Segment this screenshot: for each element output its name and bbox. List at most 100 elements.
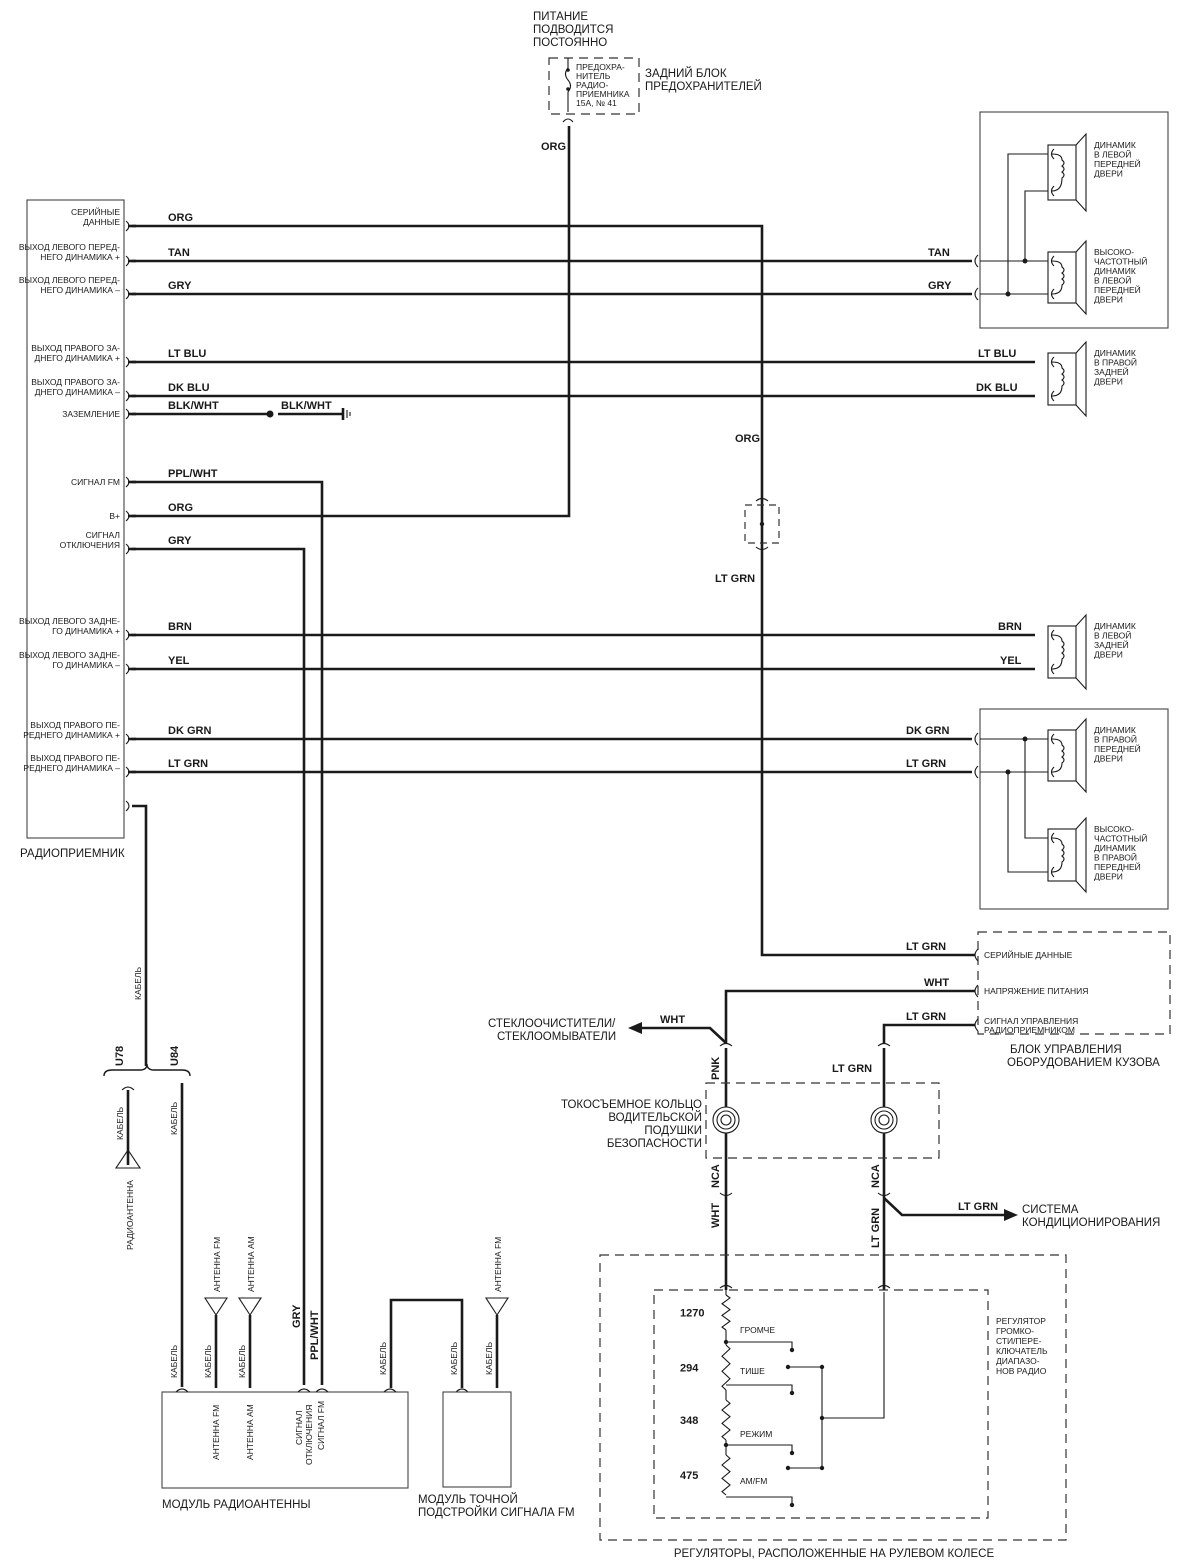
wires	[132, 126, 1035, 1385]
wire-label: WHT	[924, 977, 949, 989]
speaker-label: ДИНАМИК	[1094, 266, 1136, 276]
pin-label: ВЫХОД ПРАВОГО ЗА-	[31, 377, 120, 387]
speaker-label: ДВЕРИ	[1094, 650, 1123, 660]
wire-label: PPL/WHT	[309, 1310, 321, 1360]
speaker-label: ДВЕРИ	[1094, 754, 1123, 764]
resistor-value: 475	[680, 1470, 698, 1482]
wire-label: YEL	[1000, 655, 1022, 667]
speaker-label: ПЕРЕДНЕЙ	[1094, 861, 1141, 872]
pin-label: ВЫХОД ЛЕВОГО ПЕРЕД-	[19, 242, 120, 252]
wire-label: LT GRN	[958, 1201, 998, 1213]
pin-label: ДНЕГО ДИНАМИКА –	[35, 387, 121, 397]
wire-label: ORG	[541, 141, 566, 153]
wire-label: PNK	[710, 1057, 722, 1080]
clockspring-label: БЕЗОПАСНОСТИ	[607, 1138, 702, 1150]
speaker-label: ЧАСТОТНЫЙ	[1094, 256, 1147, 267]
pin-label: ВЫХОД ЛЕВОГО ПЕРЕД-	[19, 275, 120, 285]
radio-pin: ВЫХОД ПРАВОГО ЗА-ДНЕГО ДИНАМИКА – DK BLU	[31, 377, 210, 402]
speaker-label: ДИНАМИК	[1094, 725, 1136, 735]
wire-label: BLK/WHT	[168, 400, 219, 412]
wire-label: DK GRN	[168, 725, 211, 737]
speaker-label: ПЕРЕДНЕЙ	[1094, 284, 1141, 295]
clockspring-outline	[705, 1082, 940, 1159]
cable-label: КАБЕЛЬ	[378, 1342, 388, 1375]
wire-label: ORG	[168, 502, 193, 514]
fuse-label-line: НИТЕЛЬ	[576, 71, 611, 81]
module-pin-label: АНТЕННА AM	[245, 1404, 255, 1460]
radio-pin: ВЫХОД ПРАВОГО ПЕ-РЕДНЕГО ДИНАМИКА +DK GR…	[23, 720, 211, 745]
connector-icon	[125, 800, 130, 812]
control-label: ГРОМКО-	[996, 1326, 1034, 1336]
fuse-block-label: ПРЕДОХРАНИТЕЛЕЙ	[645, 80, 762, 93]
wire-label: LT GRN	[870, 1208, 882, 1248]
wire-label: LT BLU	[168, 348, 206, 360]
speaker-label: В ПРАВОЙ	[1094, 852, 1137, 863]
resistor-value: 1270	[680, 1308, 704, 1320]
wire-label: LT GRN	[906, 758, 946, 770]
radio-antenna-label: РАДИОАНТЕННА	[125, 1180, 135, 1250]
radio-title: РАДИОПРИЕМНИК	[20, 848, 125, 860]
wire-label: PPL/WHT	[168, 468, 218, 480]
pin-label: ГО ДИНАМИКА +	[52, 626, 120, 636]
antenna-module-outline	[161, 1391, 409, 1489]
speaker-label: ДВЕРИ	[1094, 295, 1123, 305]
clockspring: ТОКОСЪЕМНОЕ КОЛЬЦО ВОДИТЕЛЬСКОЙ ПОДУШКИ …	[561, 1042, 940, 1290]
fm-tuner-title: ПОДСТРОЙКИ СИГНАЛА FM	[418, 1506, 575, 1519]
speaker-label: ВЫСОКО-	[1094, 247, 1134, 257]
cable-label: КАБЕЛЬ	[484, 1342, 494, 1375]
wipers-branch: СТЕКЛООЧИСТИТЕЛИ/ СТЕКЛООМЫВАТЕЛИ WHT	[488, 1014, 727, 1044]
cable-label: КАБЕЛЬ	[169, 1345, 179, 1378]
antenna-icon	[114, 1149, 142, 1169]
radio-pin: ВЫХОД ПРАВОГО ПЕ-РЕДНЕГО ДИНАМИКА –LT GR…	[23, 753, 208, 778]
bcm-outline	[977, 931, 1171, 1035]
wire-label: BLK/WHT	[281, 400, 332, 412]
speaker-label: ЗАДНЕЙ	[1094, 366, 1129, 377]
wire-label: ORG	[168, 212, 193, 224]
wire-label: LT GRN	[715, 573, 755, 585]
antenna-fm-label: АНТЕННА FM	[493, 1237, 503, 1292]
fuse-label-line: ПРИЕМНИКА	[576, 89, 630, 99]
button-label: AM/FM	[740, 1476, 767, 1486]
pin-label: B+	[109, 511, 120, 521]
speaker-label: В ЛЕВОЙ	[1094, 275, 1131, 286]
resistor-value: 348	[680, 1415, 698, 1427]
spiral-icon	[712, 1106, 898, 1134]
connector-icon	[974, 732, 979, 746]
speaker-label: ДВЕРИ	[1094, 872, 1123, 882]
speaker-label: В ЛЕВОЙ	[1094, 630, 1131, 641]
wire-label: DK BLU	[168, 382, 210, 394]
antenna-module-title: МОДУЛЬ РАДИОАНТЕННЫ	[162, 1499, 311, 1511]
wire-label: ORG	[735, 433, 760, 445]
antenna-fm-label: АНТЕННА FM	[212, 1237, 222, 1292]
radio-pin: ВЫХОД ЛЕВОГО ЗАДНЕ-ГО ДИНАМИКА –YEL	[19, 650, 190, 675]
clockspring-label: ПОДУШКИ	[644, 1125, 702, 1137]
speaker-label: ЧАСТОТНЫЙ	[1094, 833, 1147, 844]
wire-label: LT GRN	[832, 1063, 872, 1075]
wire-label: WHT	[660, 1014, 685, 1026]
connector-icon	[974, 765, 979, 779]
wire-label: BRN	[998, 621, 1022, 633]
pin-label: ВЫХОД ПРАВОГО ПЕ-	[30, 753, 120, 763]
antenna-icon	[203, 1297, 229, 1317]
wire-label: LT GRN	[906, 941, 946, 953]
button-label: ТИШЕ	[740, 1366, 765, 1376]
speaker-label: ВЫСОКО-	[1094, 824, 1134, 834]
u84-label: U84	[169, 1045, 181, 1066]
pin-label: НЕГО ДИНАМИКА +	[40, 252, 120, 262]
antenna-icon	[484, 1297, 510, 1317]
arrow-icon	[628, 1022, 642, 1034]
wire-label: DK GRN	[906, 725, 949, 737]
fm-tuner-title: МОДУЛЬ ТОЧНОЙ	[418, 1493, 518, 1506]
pin-label: ДАННЫЕ	[83, 217, 120, 227]
connector-icon	[974, 948, 979, 962]
bcm-pin-label: СИГНАЛ УПРАВЛЕНИЯ	[984, 1016, 1078, 1026]
